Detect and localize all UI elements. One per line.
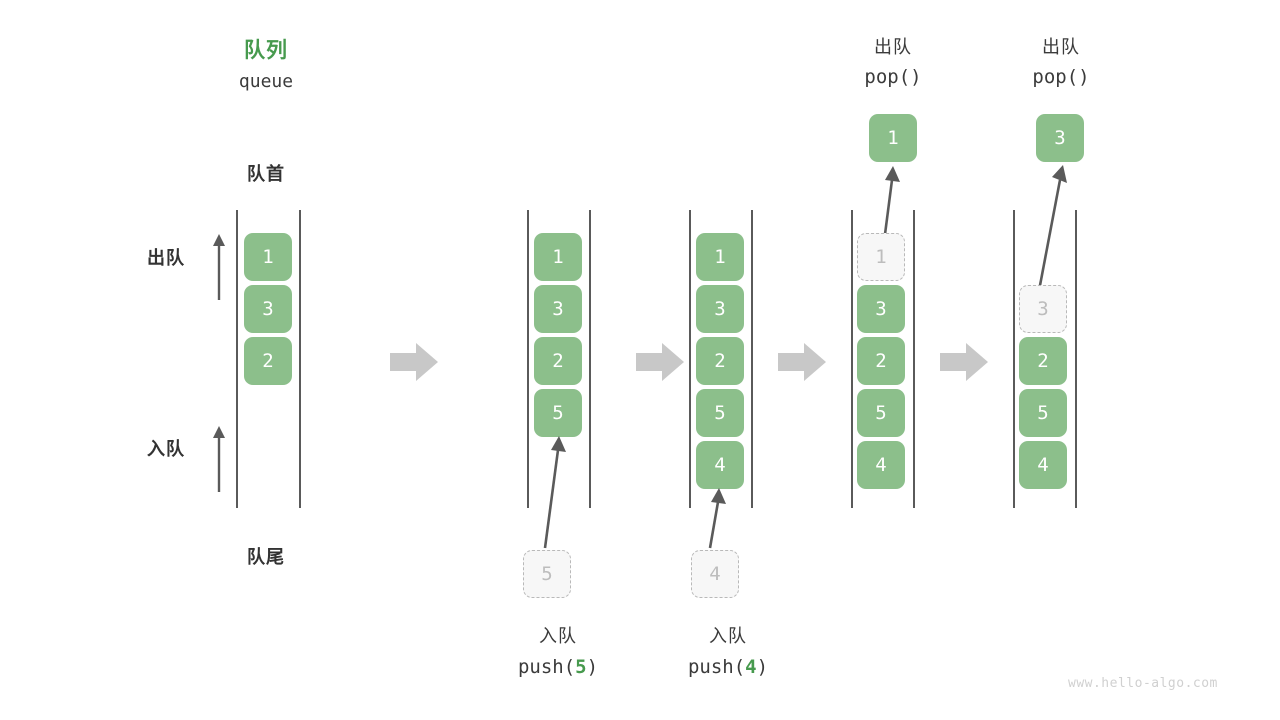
queue-rail-left: [689, 210, 691, 508]
step-arrow-icon: [390, 343, 438, 381]
queue-rail-right: [1075, 210, 1077, 508]
pop-op-cn: 出队: [874, 37, 912, 58]
queue-cell: 1: [534, 233, 582, 281]
queue-rail-left: [851, 210, 853, 508]
queue-cell: 2: [534, 337, 582, 385]
push-op-suffix: ): [586, 656, 599, 678]
queue-cell: 2: [1019, 337, 1067, 385]
push-op-call: push(5): [498, 656, 618, 678]
removed-ghost-cell: 3: [1019, 285, 1067, 333]
push-op-cn: 入队: [709, 626, 747, 647]
queue-cell: 1: [696, 233, 744, 281]
rear-label: 队尾: [247, 547, 285, 568]
queue-cell: 4: [857, 441, 905, 489]
push-arrow-icon: [708, 488, 726, 549]
push-arrow-icon: [543, 436, 566, 549]
incoming-ghost-cell: 5: [523, 550, 571, 598]
step-arrow-icon: [940, 343, 988, 381]
step-arrow-icon: [636, 343, 684, 381]
removed-ghost-cell: 1: [857, 233, 905, 281]
watermark: www.hello-algo.com: [1068, 676, 1218, 691]
pop-arrow-icon: [1036, 165, 1067, 297]
queue-cell: 2: [857, 337, 905, 385]
queue-cell: 2: [244, 337, 292, 385]
queue-cell: 3: [696, 285, 744, 333]
popped-value-cell: 3: [1036, 114, 1084, 162]
queue-rail-left: [527, 210, 529, 508]
queue-rail-right: [913, 210, 915, 508]
dequeue-side-label: 出队: [147, 248, 185, 269]
queue-cell: 5: [696, 389, 744, 437]
front-label: 队首: [247, 164, 285, 185]
queue-cell: 1: [244, 233, 292, 281]
queue-cell-new: 5: [534, 389, 582, 437]
push-op-value: 5: [575, 656, 587, 678]
queue-cell: 3: [857, 285, 905, 333]
queue-cell-new: 4: [696, 441, 744, 489]
queue-rail-left: [236, 210, 238, 508]
pop-op-call: pop(): [864, 66, 922, 88]
incoming-ghost-cell: 4: [691, 550, 739, 598]
pop-op-cn: 出队: [1042, 37, 1080, 58]
queue-rail-right: [589, 210, 591, 508]
push-op-prefix: push(: [687, 656, 746, 678]
push-op-call: push(4): [668, 656, 788, 678]
push-op-cn: 入队: [539, 626, 577, 647]
enqueue-side-label: 入队: [147, 439, 185, 460]
queue-rail-left: [1013, 210, 1015, 508]
step-arrow-icon: [778, 343, 826, 381]
pop-arrow-icon: [882, 166, 900, 243]
popped-value-cell: 1: [869, 114, 917, 162]
queue-cell: 4: [1019, 441, 1067, 489]
queue-rail-right: [751, 210, 753, 508]
push-op-value: 4: [745, 656, 757, 678]
queue-cell: 5: [857, 389, 905, 437]
push-op-suffix: ): [756, 656, 769, 678]
push-op-prefix: push(: [517, 656, 576, 678]
queue-cell: 3: [244, 285, 292, 333]
queue-title-en: queue: [238, 71, 294, 92]
queue-cell: 2: [696, 337, 744, 385]
enqueue-direction-arrow-icon: [213, 426, 225, 492]
queue-cell: 3: [534, 285, 582, 333]
pop-op-call: pop(): [1032, 66, 1090, 88]
queue-rail-right: [299, 210, 301, 508]
dequeue-direction-arrow-icon: [213, 234, 225, 300]
queue-cell: 5: [1019, 389, 1067, 437]
queue-title-cn: 队列: [244, 38, 288, 62]
